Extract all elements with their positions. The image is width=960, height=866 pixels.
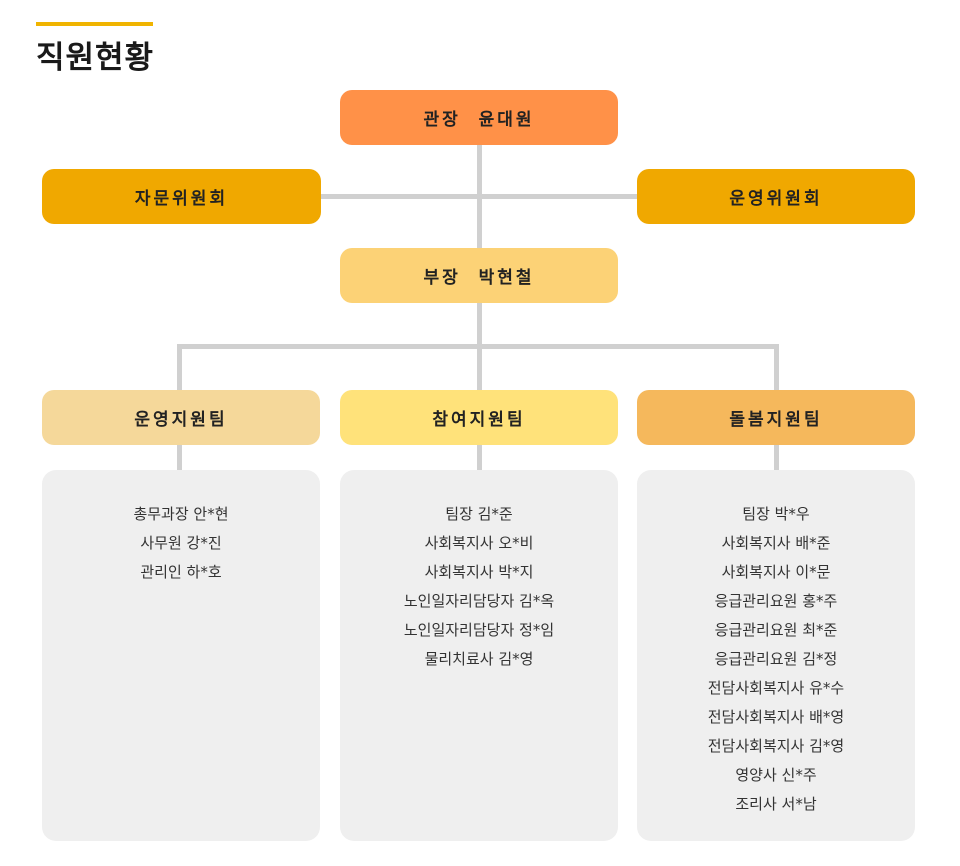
member-name: 사회복지사 이*문 xyxy=(721,563,831,581)
member-name: 팀장 김*준 xyxy=(445,505,513,523)
member-name: 전담사회복지사 김*영 xyxy=(707,737,845,755)
connector-deputy-branch xyxy=(477,301,482,348)
team-name: 운영지원팀 xyxy=(134,410,228,430)
page-title: 직원현황 xyxy=(36,40,155,76)
team-header-operations-support: 운영지원팀 xyxy=(42,390,320,445)
connector-team-2-panel xyxy=(477,444,482,472)
member-name: 영양사 신*주 xyxy=(735,766,817,784)
member-name: 물리치료사 김*영 xyxy=(424,650,534,668)
team-name: 돌봄지원팀 xyxy=(729,410,823,430)
member-name: 응급관리요원 홍*주 xyxy=(714,592,838,610)
connector-team-3 xyxy=(774,344,779,392)
team-header-care-support: 돌봄지원팀 xyxy=(637,390,915,445)
member-name: 전담사회복지사 유*수 xyxy=(707,679,845,697)
team-name: 참여지원팀 xyxy=(432,410,526,430)
team-members-care-support: 팀장 박*우 사회복지사 배*준 사회복지사 이*문 응급관리요원 홍*주 응급… xyxy=(637,470,915,841)
deputy-label: 부장 박현철 xyxy=(423,268,535,288)
member-name: 총무과장 안*현 xyxy=(133,505,229,523)
member-name: 전담사회복지사 배*영 xyxy=(707,708,845,726)
connector-committees xyxy=(318,194,640,199)
connector-team-2 xyxy=(477,344,482,392)
director-label: 관장 윤대원 xyxy=(423,110,535,130)
title-accent-bar xyxy=(36,22,153,26)
operating-committee-label: 운영위원회 xyxy=(729,189,823,209)
member-name: 사회복지사 오*비 xyxy=(424,534,534,552)
member-name: 사무원 강*진 xyxy=(140,534,222,552)
connector-team-1 xyxy=(177,344,182,392)
member-name: 팀장 박*우 xyxy=(742,505,810,523)
advisory-committee-box: 자문위원회 xyxy=(42,169,321,224)
member-name: 관리인 하*호 xyxy=(140,563,222,581)
advisory-committee-label: 자문위원회 xyxy=(134,189,229,209)
member-name: 응급관리요원 김*정 xyxy=(714,650,838,668)
member-name: 노인일자리담당자 김*옥 xyxy=(403,592,555,610)
team-members-operations-support: 총무과장 안*현 사무원 강*진 관리인 하*호 xyxy=(42,470,320,841)
team-members-participation-support: 팀장 김*준 사회복지사 오*비 사회복지사 박*지 노인일자리담당자 김*옥 … xyxy=(340,470,618,841)
operating-committee-box: 운영위원회 xyxy=(637,169,915,224)
member-name: 노인일자리담당자 정*임 xyxy=(403,621,555,639)
member-name: 사회복지사 박*지 xyxy=(424,563,534,581)
team-header-participation-support: 참여지원팀 xyxy=(340,390,618,445)
member-name: 응급관리요원 최*준 xyxy=(714,621,838,639)
director-box: 관장 윤대원 xyxy=(340,90,618,145)
deputy-box: 부장 박현철 xyxy=(340,248,618,303)
member-name: 조리사 서*남 xyxy=(735,795,817,813)
connector-team-1-panel xyxy=(177,444,182,472)
member-name: 사회복지사 배*준 xyxy=(721,534,831,552)
connector-team-3-panel xyxy=(774,444,779,472)
